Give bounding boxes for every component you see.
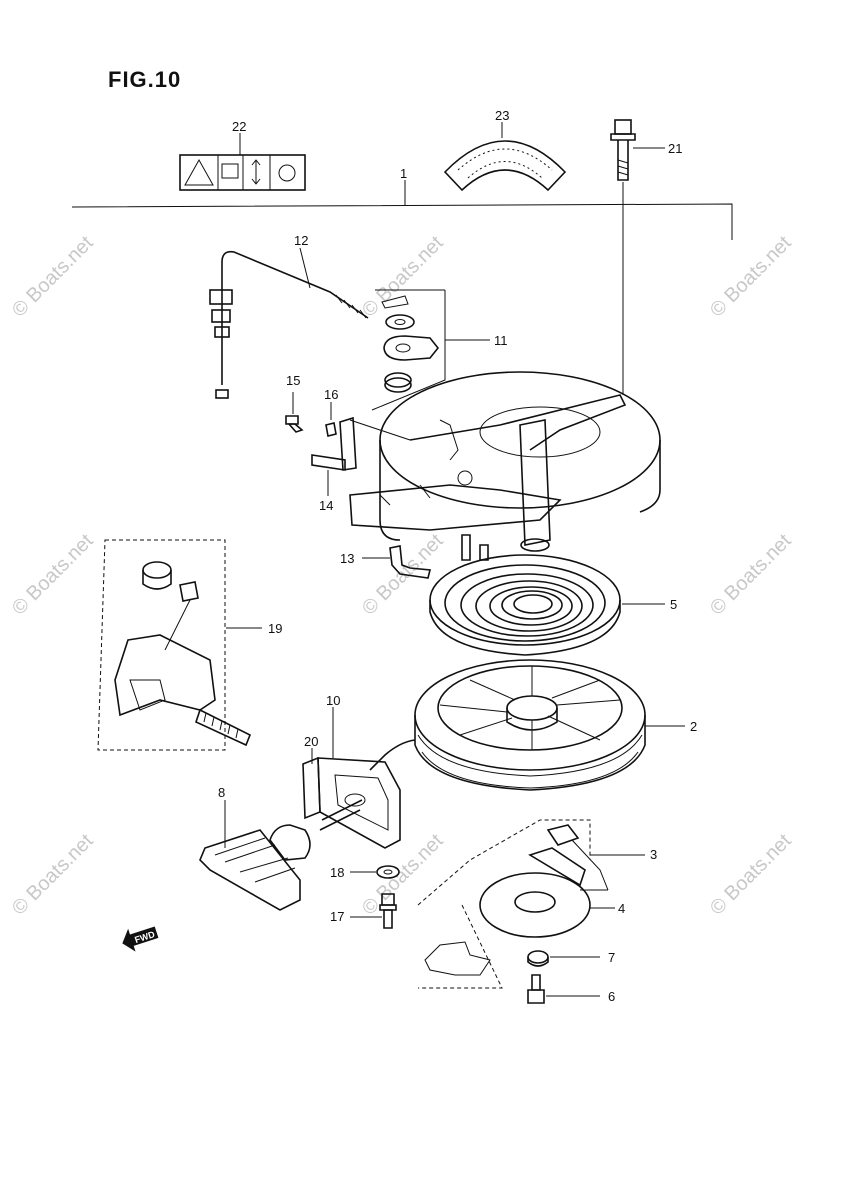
lower-group <box>417 819 591 989</box>
part-5-spring <box>429 554 665 656</box>
callout-3: 3 <box>650 847 657 862</box>
part-20-seal <box>302 748 321 820</box>
callout-11: 11 <box>494 333 508 348</box>
callout-21: 21 <box>668 141 682 156</box>
assembly-bracket <box>71 180 733 240</box>
part-13-clip <box>362 545 432 579</box>
fwd-text: FWD <box>133 929 156 945</box>
starter-housing <box>349 371 661 552</box>
callout-22: 22 <box>232 119 246 134</box>
watermark: © Boats.net <box>706 830 796 920</box>
callout-12: 12 <box>294 233 308 248</box>
part-18-washer <box>350 865 400 879</box>
watermark: © Boats.net <box>706 232 796 322</box>
callout-14: 14 <box>319 498 333 513</box>
callout-6: 6 <box>608 989 615 1004</box>
callout-8: 8 <box>218 785 225 800</box>
watermarks: © Boats.net © Boats.net © Boats.net © Bo… <box>8 232 796 920</box>
callout-19: 19 <box>268 621 282 636</box>
part-14-bracket <box>311 416 411 496</box>
watermark: © Boats.net <box>706 530 796 620</box>
part-17-bolt <box>350 893 397 929</box>
callout-5: 5 <box>670 597 677 612</box>
part-11-kit <box>371 289 490 411</box>
callout-18: 18 <box>330 865 344 880</box>
part-21-bolt <box>610 119 665 395</box>
callout-16: 16 <box>324 387 338 402</box>
part-2-reel <box>414 659 685 791</box>
callout-20: 20 <box>304 734 318 749</box>
fwd-badge: FWD <box>122 926 159 952</box>
callout-23: 23 <box>495 108 509 123</box>
part-23-decal <box>443 122 567 192</box>
callout-labels: 1 2 3 4 5 6 7 8 10 11 12 13 14 15 16 17 … <box>218 108 697 1004</box>
part-3-spring-clip <box>528 824 645 891</box>
watermark: © Boats.net <box>8 232 98 322</box>
part-8-handle <box>199 800 311 911</box>
watermark: © Boats.net <box>358 830 448 920</box>
figure-title: FIG.10 <box>108 67 181 92</box>
part-12-cable <box>209 247 369 399</box>
watermark: © Boats.net <box>358 232 448 322</box>
callout-1: 1 <box>400 166 407 181</box>
part-19-group <box>97 539 262 751</box>
part-22-warning-label <box>179 133 306 191</box>
part-6-bolt <box>527 974 600 1004</box>
part-7-washer <box>527 950 600 967</box>
watermark: © Boats.net <box>8 830 98 920</box>
callout-10: 10 <box>326 693 340 708</box>
callout-13: 13 <box>340 551 354 566</box>
part-15-screw <box>285 392 304 433</box>
callout-7: 7 <box>608 950 615 965</box>
watermark: © Boats.net <box>8 530 98 620</box>
callout-17: 17 <box>330 909 344 924</box>
pin <box>461 534 489 561</box>
callout-4: 4 <box>618 901 625 916</box>
callout-15: 15 <box>286 373 300 388</box>
part-4-ratchet-plate <box>479 872 615 938</box>
part-16-clip <box>325 402 337 437</box>
part-10-rope-guide <box>317 707 401 849</box>
callout-2: 2 <box>690 719 697 734</box>
